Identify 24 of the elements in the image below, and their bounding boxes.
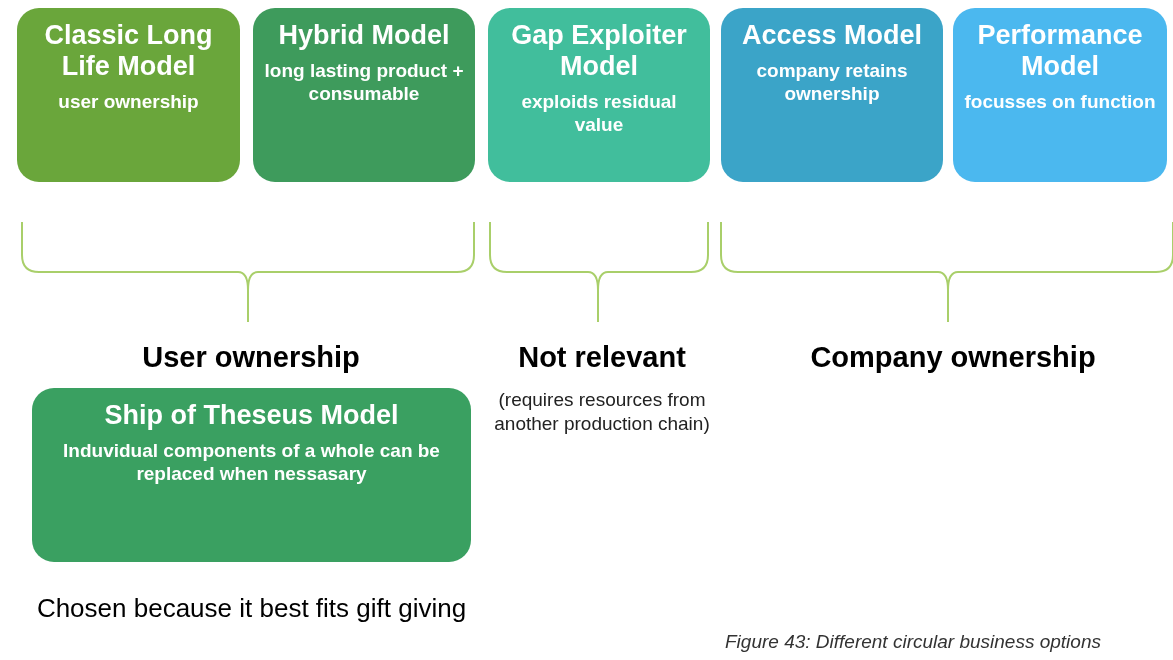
card-description: user ownership [58,90,199,113]
card-title: Ship of Theseus Model [104,400,399,431]
model-card [953,8,1167,182]
card-title: Classic Long Life Model [43,20,214,82]
model-card [253,8,475,182]
card-title: Hybrid Model [278,20,450,51]
model-card [721,8,943,182]
model-card [32,388,471,562]
card-description: Induvidual components of a whole can be replaced when nessasary [62,439,441,485]
model-card [488,8,710,182]
model-card [17,8,240,182]
group-heading: Not relevant [517,340,687,375]
card-description: exploids residual value [520,90,678,136]
card-title: Performance Model [976,20,1144,82]
card-description: focusses on function [964,90,1156,113]
card-title: Gap Exploiter Model [510,20,688,82]
note-text: (requires resources from another production chain) [493,388,711,436]
figure-caption: Figure 43: Different circular business options [725,630,1101,654]
card-description: company retains ownership [755,59,909,105]
note-text: Chosen because it best fits gift giving [35,592,468,624]
card-description: long lasting product + consumable [263,59,465,105]
card-title: Access Model [741,20,923,51]
group-heading: Company ownership [809,340,1097,375]
group-heading: User ownership [141,340,361,375]
